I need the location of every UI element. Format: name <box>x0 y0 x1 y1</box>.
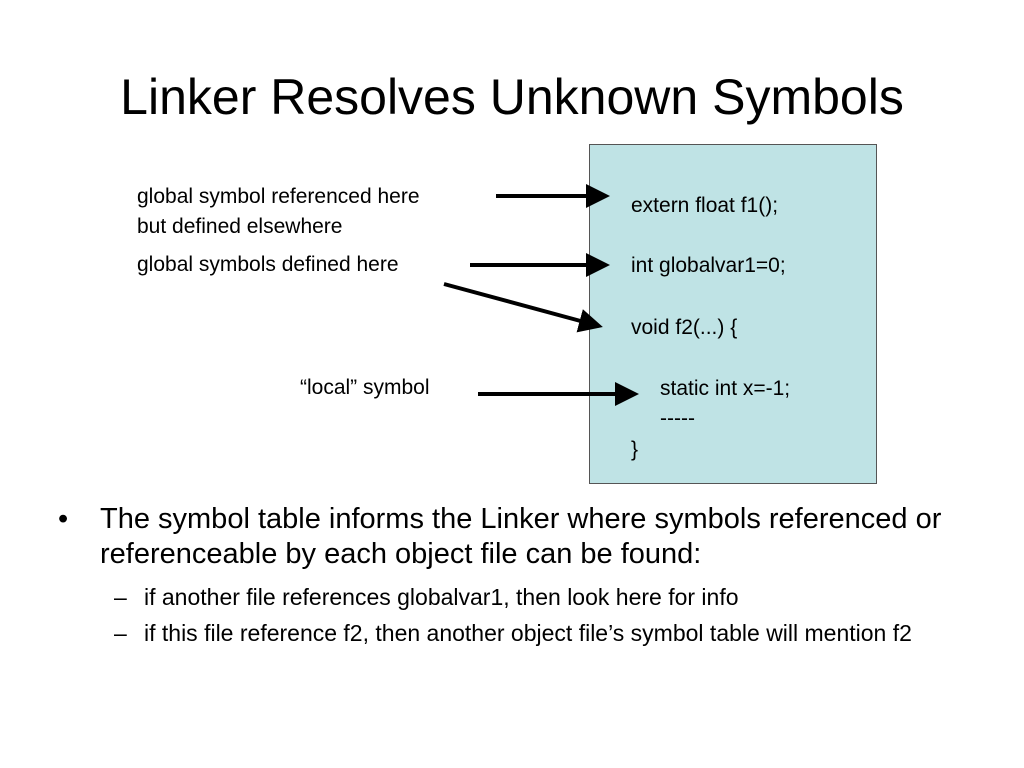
sub-bullet-marker: – <box>114 620 127 646</box>
bullet-main-text: The symbol table informs the Linker wher… <box>100 503 942 570</box>
label-referenced-line2: but defined elsewhere <box>137 215 343 238</box>
bullet-marker: • <box>58 503 69 535</box>
sub-bullet-1: – if another file references globalvar1,… <box>58 582 978 612</box>
sub-bullet-marker: – <box>114 584 127 610</box>
code-line-close-brace: } <box>631 438 639 461</box>
code-line-extern: extern float f1(); <box>631 194 779 217</box>
code-line-globalvar: int globalvar1=0; <box>631 254 786 277</box>
label-referenced-line1: global symbol referenced here <box>137 185 420 208</box>
code-line-static: static int x=-1; <box>660 377 791 400</box>
bullet-main: • The symbol table informs the Linker wh… <box>58 502 978 572</box>
label-local: “local” symbol <box>300 376 430 399</box>
code-line-dashes: ----- <box>660 407 695 430</box>
code-line-f2: void f2(...) { <box>631 316 738 339</box>
arrow-f2 <box>443 282 603 333</box>
sub-bullet-2: – if this file reference f2, then anothe… <box>58 618 978 648</box>
sub-bullet-1-text: if another file references globalvar1, t… <box>144 584 739 610</box>
sub-bullet-2-text: if this file reference f2, then another … <box>144 620 912 646</box>
bullet-list: • The symbol table informs the Linker wh… <box>58 502 978 648</box>
label-defined: global symbols defined here <box>137 253 399 276</box>
slide-title: Linker Resolves Unknown Symbols <box>120 69 904 125</box>
